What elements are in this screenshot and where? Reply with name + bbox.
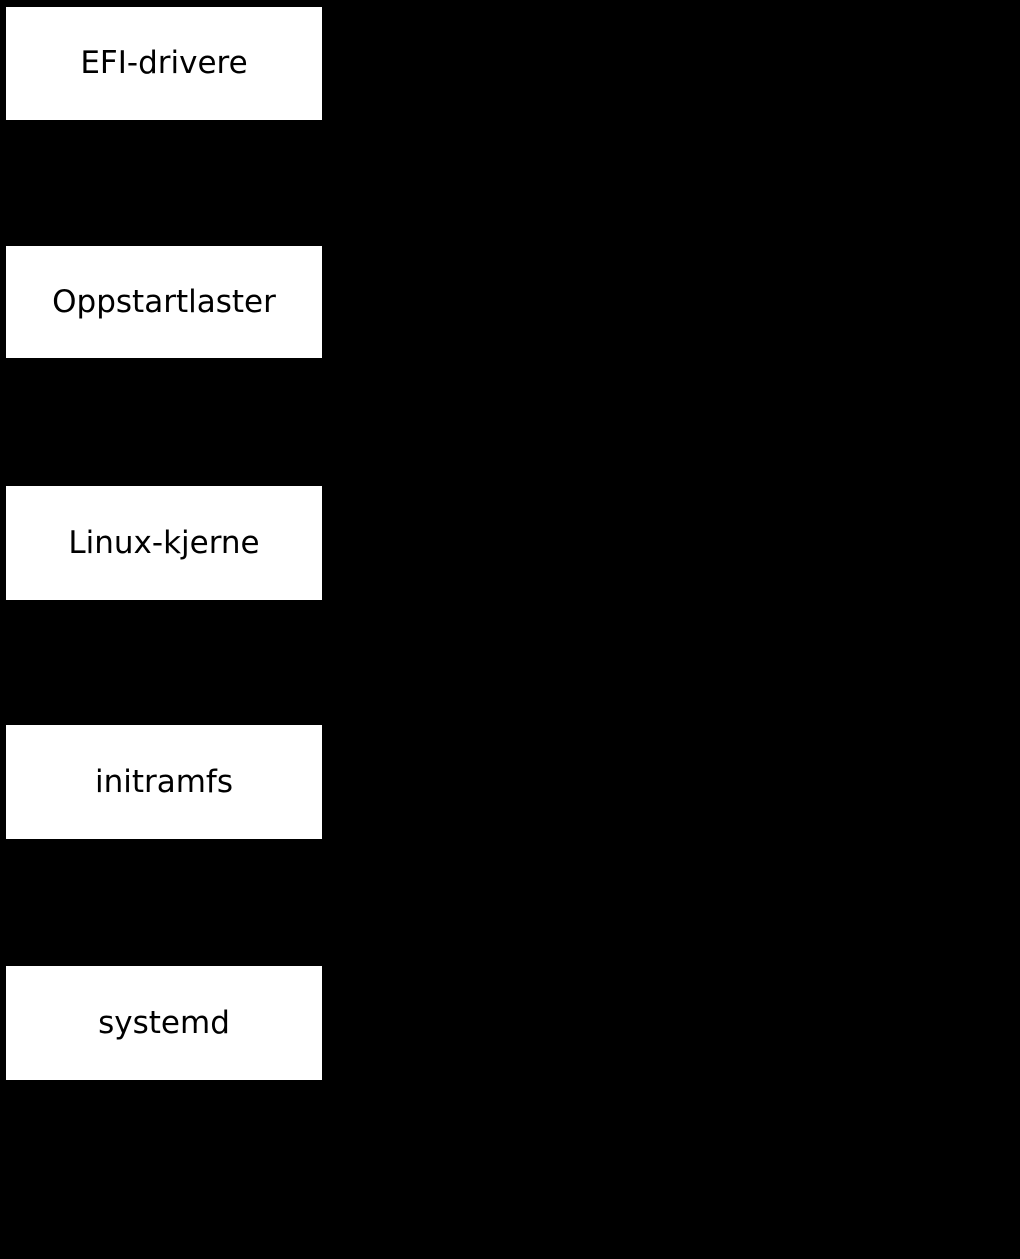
- stage-label: Linux-kjerne: [68, 524, 260, 561]
- stage-box-efi-drivere: EFI-drivere: [6, 7, 322, 120]
- stage-label: Oppstartlaster: [52, 283, 276, 320]
- stage-box-initramfs: initramfs: [6, 725, 322, 839]
- stage-box-linux-kjerne: Linux-kjerne: [6, 486, 322, 600]
- stage-label: EFI-drivere: [80, 45, 248, 81]
- stage-label: systemd: [98, 1004, 230, 1041]
- stage-label: initramfs: [94, 763, 234, 800]
- stage-box-systemd: systemd: [6, 966, 322, 1080]
- stage-box-oppstartlaster: Oppstartlaster: [6, 246, 322, 358]
